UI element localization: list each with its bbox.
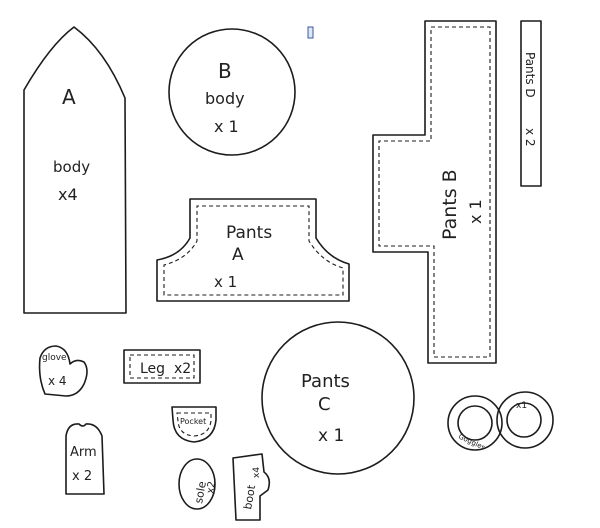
leg-name: Leg: [140, 361, 165, 377]
pants-b-qty: x 1: [466, 199, 485, 224]
pants-b-seam: [378, 26, 491, 358]
piece-arm: Arm x 2: [65, 423, 105, 495]
pants-c-qty: x 1: [318, 426, 344, 446]
goggles-qty: x1: [516, 401, 527, 411]
pocket-outline: [171, 406, 217, 443]
leg-qty: x2: [174, 361, 191, 377]
sole-qty: x2: [205, 481, 218, 495]
piece-body-a: A body x4: [23, 26, 127, 314]
text-cursor-marker: [307, 26, 314, 39]
piece-body-b: B body x 1: [168, 28, 296, 156]
pants-d-name: Pants D: [523, 52, 537, 98]
leg-outline: [123, 349, 201, 384]
piece-leg: Leg x2: [123, 349, 201, 384]
body-b-outline: [168, 28, 296, 156]
pocket-name: Pocket: [180, 417, 206, 426]
pants-a-outline: [156, 198, 350, 302]
boot-outline: [232, 453, 271, 521]
body-a-name: body: [53, 158, 90, 176]
piece-glove: glove x 4: [38, 345, 88, 397]
piece-pocket: Pocket: [171, 406, 217, 443]
pants-d-qty: x 2: [523, 128, 537, 147]
goggles-right-inner: [506, 402, 542, 438]
goggles-right-outer: [496, 391, 554, 449]
pants-c-letter: C: [318, 394, 331, 415]
boot-name: boot: [241, 483, 258, 510]
pocket-seam: [176, 412, 212, 437]
pants-a-name: Pants: [226, 223, 272, 243]
piece-sole: sole x2: [178, 458, 218, 510]
body-a-letter: A: [62, 85, 76, 109]
pants-b-outline: [372, 20, 497, 364]
arm-outline: [65, 423, 105, 495]
piece-boot: boot x4: [232, 453, 271, 521]
pants-c-name: Pants: [301, 371, 350, 392]
piece-goggles: Goggles x1: [447, 391, 554, 452]
arm-name: Arm: [70, 445, 97, 460]
pants-a-qty: x 1: [214, 273, 237, 291]
pants-d-outline: [520, 20, 542, 187]
pants-c-outline: [261, 321, 415, 475]
goggles-left-inner: [457, 405, 493, 441]
goggles-left-outer: [447, 395, 503, 451]
body-b-letter: B: [218, 59, 232, 83]
pants-b-name: Pants B: [439, 169, 461, 240]
leg-seam: [129, 354, 195, 379]
boot-qty: x4: [252, 467, 262, 478]
pants-a-letter: A: [232, 245, 244, 265]
glove-qty: x 4: [48, 374, 67, 388]
pants-a-seam: [163, 205, 344, 296]
piece-pants-a: Pants A x 1: [156, 198, 350, 302]
body-b-name: body: [205, 89, 245, 108]
sole-outline: [178, 458, 216, 510]
body-b-qty: x 1: [214, 117, 239, 136]
body-a-qty: x4: [58, 185, 78, 204]
body-a-outline: [23, 26, 127, 314]
piece-pants-b: Pants B x 1: [372, 20, 497, 364]
glove-outline: [38, 345, 88, 397]
arm-qty: x 2: [72, 469, 92, 484]
sole-name: sole: [192, 480, 209, 504]
glove-name: glove: [42, 353, 67, 363]
piece-pants-d: Pants D x 2: [520, 20, 542, 187]
piece-pants-c: Pants C x 1: [261, 321, 415, 475]
